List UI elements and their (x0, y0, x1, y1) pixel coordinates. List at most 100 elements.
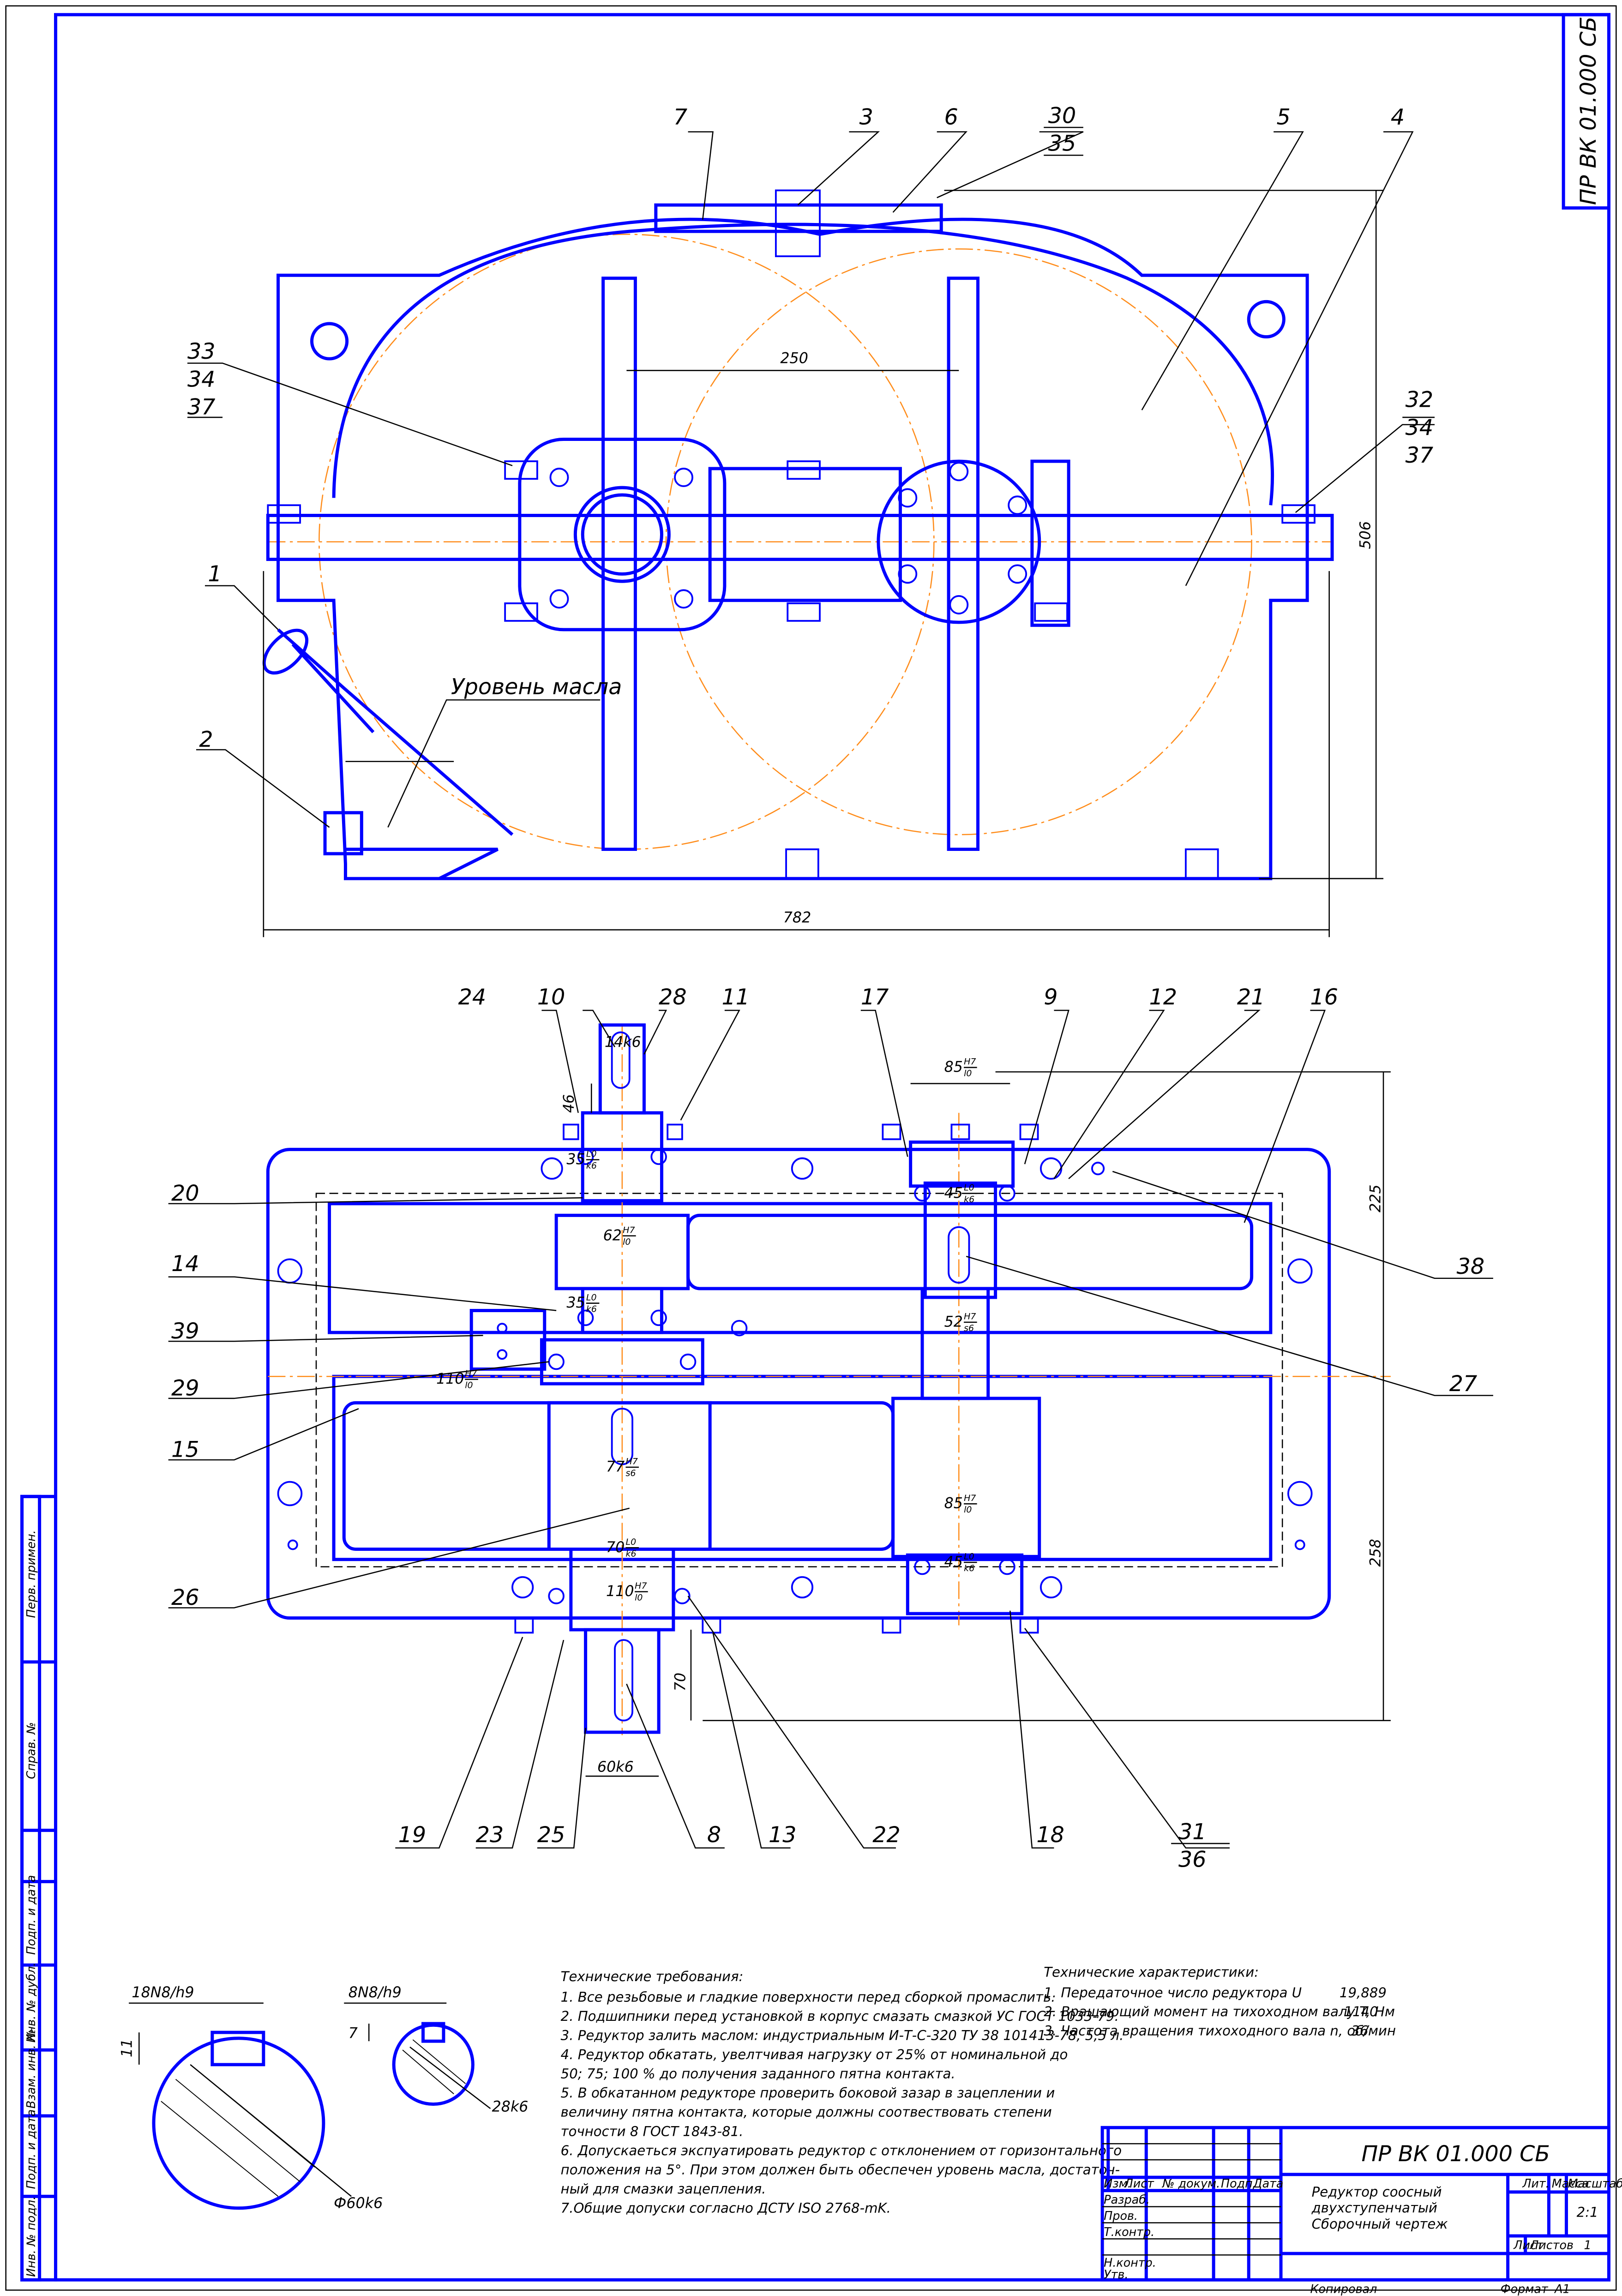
balloon: 19 (398, 1822, 427, 1848)
balloon: 9 (1044, 985, 1057, 1010)
char-value: 1140 (1344, 2004, 1378, 2019)
sheets-count: 1 (1584, 2238, 1592, 2252)
fit-text: L0 (625, 1537, 636, 1547)
char-label: 2. Вращающий момент на тихоходном валу T… (1044, 2004, 1395, 2019)
fit-text: H7 (623, 1225, 635, 1235)
balloon: 28 (659, 985, 687, 1010)
doc-type: Сборочный чертеж (1312, 2216, 1448, 2232)
fit-text: s6 (964, 1323, 974, 1333)
balloon: 15 (171, 1437, 199, 1463)
dim-center-distance: 250 (780, 350, 808, 367)
scale-value: 2:1 (1577, 2205, 1598, 2220)
fit-text: k6 (964, 1563, 974, 1573)
balloon: 34 (187, 367, 216, 392)
balloon: 17 (861, 985, 889, 1010)
requirement-line: точности 8 ГОСТ 1843-81. (561, 2123, 744, 2139)
char-label: 3. Частота вращения тихоходного вала n, … (1044, 2023, 1396, 2038)
balloon: 13 (769, 1822, 797, 1848)
stamp-label: Подп. и дата (24, 1875, 38, 1955)
mass-label: Масса (1552, 2176, 1589, 2190)
balloon: 5 (1277, 105, 1291, 130)
stamp-label: Перв. примен. (24, 1530, 38, 1618)
balloon: 32 (1406, 387, 1434, 413)
balloon: 24 (458, 985, 487, 1010)
sheets-label: Листов (1529, 2238, 1574, 2252)
fit-text: l0 (964, 1068, 972, 1079)
role: Разраб. (1104, 2193, 1150, 2206)
balloon: 3 (859, 105, 873, 130)
format-label: Формат (1501, 2282, 1549, 2296)
fit-text: k6 (586, 1304, 597, 1314)
balloon: 20 (171, 1181, 199, 1206)
fit-text: l0 (465, 1380, 473, 1391)
balloon: 27 (1449, 1371, 1478, 1397)
tech-char-title: Технические характеристики: (1044, 1965, 1259, 1980)
balloon: 37 (187, 395, 216, 420)
balloon: 14 (171, 1251, 199, 1277)
drawing-frame (54, 13, 1610, 2282)
char-label: 1. Передаточное число редуктора U (1044, 1985, 1302, 2001)
requirement-line: 7.Общие допуски согласно ДСТУ ISO 2768-m… (561, 2200, 891, 2216)
balloon: 21 (1237, 985, 1265, 1010)
fit-text: k6 (964, 1194, 974, 1205)
dim-lower: 258 (1368, 1539, 1384, 1567)
fit-text: H7 (964, 1312, 976, 1322)
sheet-border (5, 5, 1617, 2291)
role: Утв. (1104, 2267, 1128, 2281)
requirement-line: величину пятна контакта, которые должны … (561, 2104, 1052, 2120)
side-stamp: Перв. примен. Справ. № Подп. и дата Инв.… (20, 1495, 58, 2282)
dim-length: 782 (783, 910, 811, 926)
sheet-label: Лист (1513, 2238, 1544, 2252)
shaft-dia-small: 28k6 (492, 2098, 529, 2115)
col-header: Лист (1124, 2176, 1154, 2190)
fit-text: 62 (603, 1227, 622, 1244)
fit-text: k6 (625, 1549, 636, 1559)
col-header: Изм. (1104, 2176, 1131, 2190)
tech-req-title: Технические требования: (561, 1969, 744, 1984)
balloon: 18 (1036, 1822, 1064, 1848)
fit-text: H7 (964, 1493, 976, 1503)
stamp-label: Инв. № подл. (24, 2196, 38, 2277)
product-name: Редуктор соосный (1312, 2184, 1442, 2200)
fit-text: 77 (606, 1458, 625, 1475)
title-block: ПР ВК 01.000 СБ Редуктор соосный двухсту… (1100, 2126, 1622, 2296)
key-depth-big: 11 (119, 2039, 135, 2057)
balloon: 10 (537, 985, 565, 1010)
scale-label: Масштаб (1568, 2176, 1622, 2190)
fit-text: H7 (635, 1581, 647, 1591)
col-header: Подп. (1221, 2176, 1256, 2190)
col-header: Дата (1253, 2176, 1284, 2190)
lit-label: Лит. (1522, 2176, 1549, 2190)
balloon: 25 (537, 1822, 565, 1848)
fit-text: L0 (964, 1182, 974, 1193)
balloon: 33 (187, 339, 216, 364)
balloon: 4 (1391, 105, 1405, 130)
fit-text: L0 (586, 1292, 597, 1302)
col-header: № докум. (1161, 2176, 1220, 2190)
stamp-label: Инв. № дубл. (24, 1963, 38, 2043)
corner-code: ПР ВК 01.000 СБ (1576, 17, 1601, 205)
balloon: 29 (171, 1375, 199, 1401)
fit-text: k6 (586, 1161, 597, 1171)
fit-text: L0 (964, 1552, 974, 1562)
role: Т.контр. (1104, 2225, 1154, 2239)
format-value: A1 (1554, 2282, 1570, 2296)
fit-text: 70 (606, 1539, 625, 1556)
fit-text: s6 (625, 1468, 636, 1478)
oil-level-label: Уровень масла (451, 674, 622, 699)
requirement-line: 4. Редуктор обкатать, увелтчивая нагрузк… (561, 2047, 1068, 2062)
stamp-label: Подп. и дата (24, 2109, 38, 2189)
copied-label: Копировал (1310, 2282, 1377, 2296)
requirement-line: 2. Подшипники перед установкой в корпус … (561, 2008, 1119, 2024)
